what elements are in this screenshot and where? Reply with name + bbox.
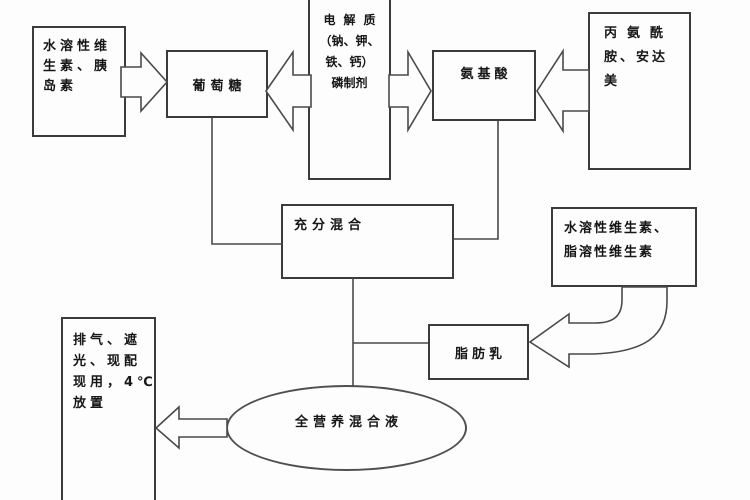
node-text-line: 现用，4℃	[73, 375, 157, 390]
box-glucose: 葡萄糖	[166, 50, 268, 118]
node-label: 脂肪乳	[454, 346, 506, 362]
connector-amino-to-mix	[453, 121, 499, 240]
node-text-line: 胺、安达	[604, 50, 669, 65]
arrow-electrolytes-to-amino-icon	[388, 49, 432, 133]
box-amino-acid: 氨基酸	[432, 50, 536, 121]
node-text-line: 脂溶性维生素	[564, 245, 655, 260]
connector-glucose-to-mix	[211, 118, 282, 245]
box-electrolytes: 电解质 （钠、钾、 铁、钙） 磷制剂	[308, 0, 391, 180]
node-text-line: 排气、遮	[73, 333, 142, 348]
node-text-line: 电解质	[323, 13, 384, 27]
node-text-line: 铁、钙）	[325, 55, 374, 69]
box-water-soluble-vitamins-insulin: 水溶性维 生素、胰 岛素	[32, 26, 126, 137]
node-label: 全营养混合液	[294, 414, 403, 430]
node-label: 氨基酸	[460, 67, 512, 82]
node-text-line: 磷制剂	[331, 76, 368, 90]
arrow-tna-to-storage-icon	[154, 405, 228, 450]
box-water-fat-soluble-vitamins: 水溶性维生素、 脂溶性维生素	[551, 207, 697, 287]
node-text-line: 水溶性维生素、	[564, 221, 670, 236]
node-text-line: 岛素	[43, 79, 78, 94]
node-label: 葡萄糖	[192, 78, 247, 94]
arrow-alanyl-to-amino-icon	[536, 48, 590, 134]
node-text-line: 丙氨酰	[604, 26, 674, 41]
arrow-electrolytes-to-glucose-icon	[265, 49, 312, 133]
arrow-water-vitamins-to-glucose-icon	[120, 50, 169, 114]
box-alanyl-addamel: 丙氨酰 胺、安达 美	[588, 12, 691, 170]
box-storage-instructions: 排气、遮 光、现配 现用，4℃ 放置	[61, 317, 156, 500]
node-text-line: （钠、钾、	[319, 34, 380, 48]
box-mix-thoroughly: 充分混合	[281, 204, 454, 279]
node-text-line: 美	[604, 74, 621, 89]
node-label: 充分混合	[294, 218, 367, 233]
node-text-line: 光、现配	[73, 354, 142, 369]
node-text-line: 水溶性维	[43, 39, 112, 54]
arrow-vitamins-to-fat-emulsion-icon	[528, 286, 668, 369]
node-text-line: 生素、胰	[43, 59, 112, 74]
box-fat-emulsion: 脂肪乳	[428, 324, 529, 380]
ellipse-total-nutrient-admixture: 全营养混合液	[226, 385, 467, 471]
node-text-line: 放置	[73, 396, 108, 411]
